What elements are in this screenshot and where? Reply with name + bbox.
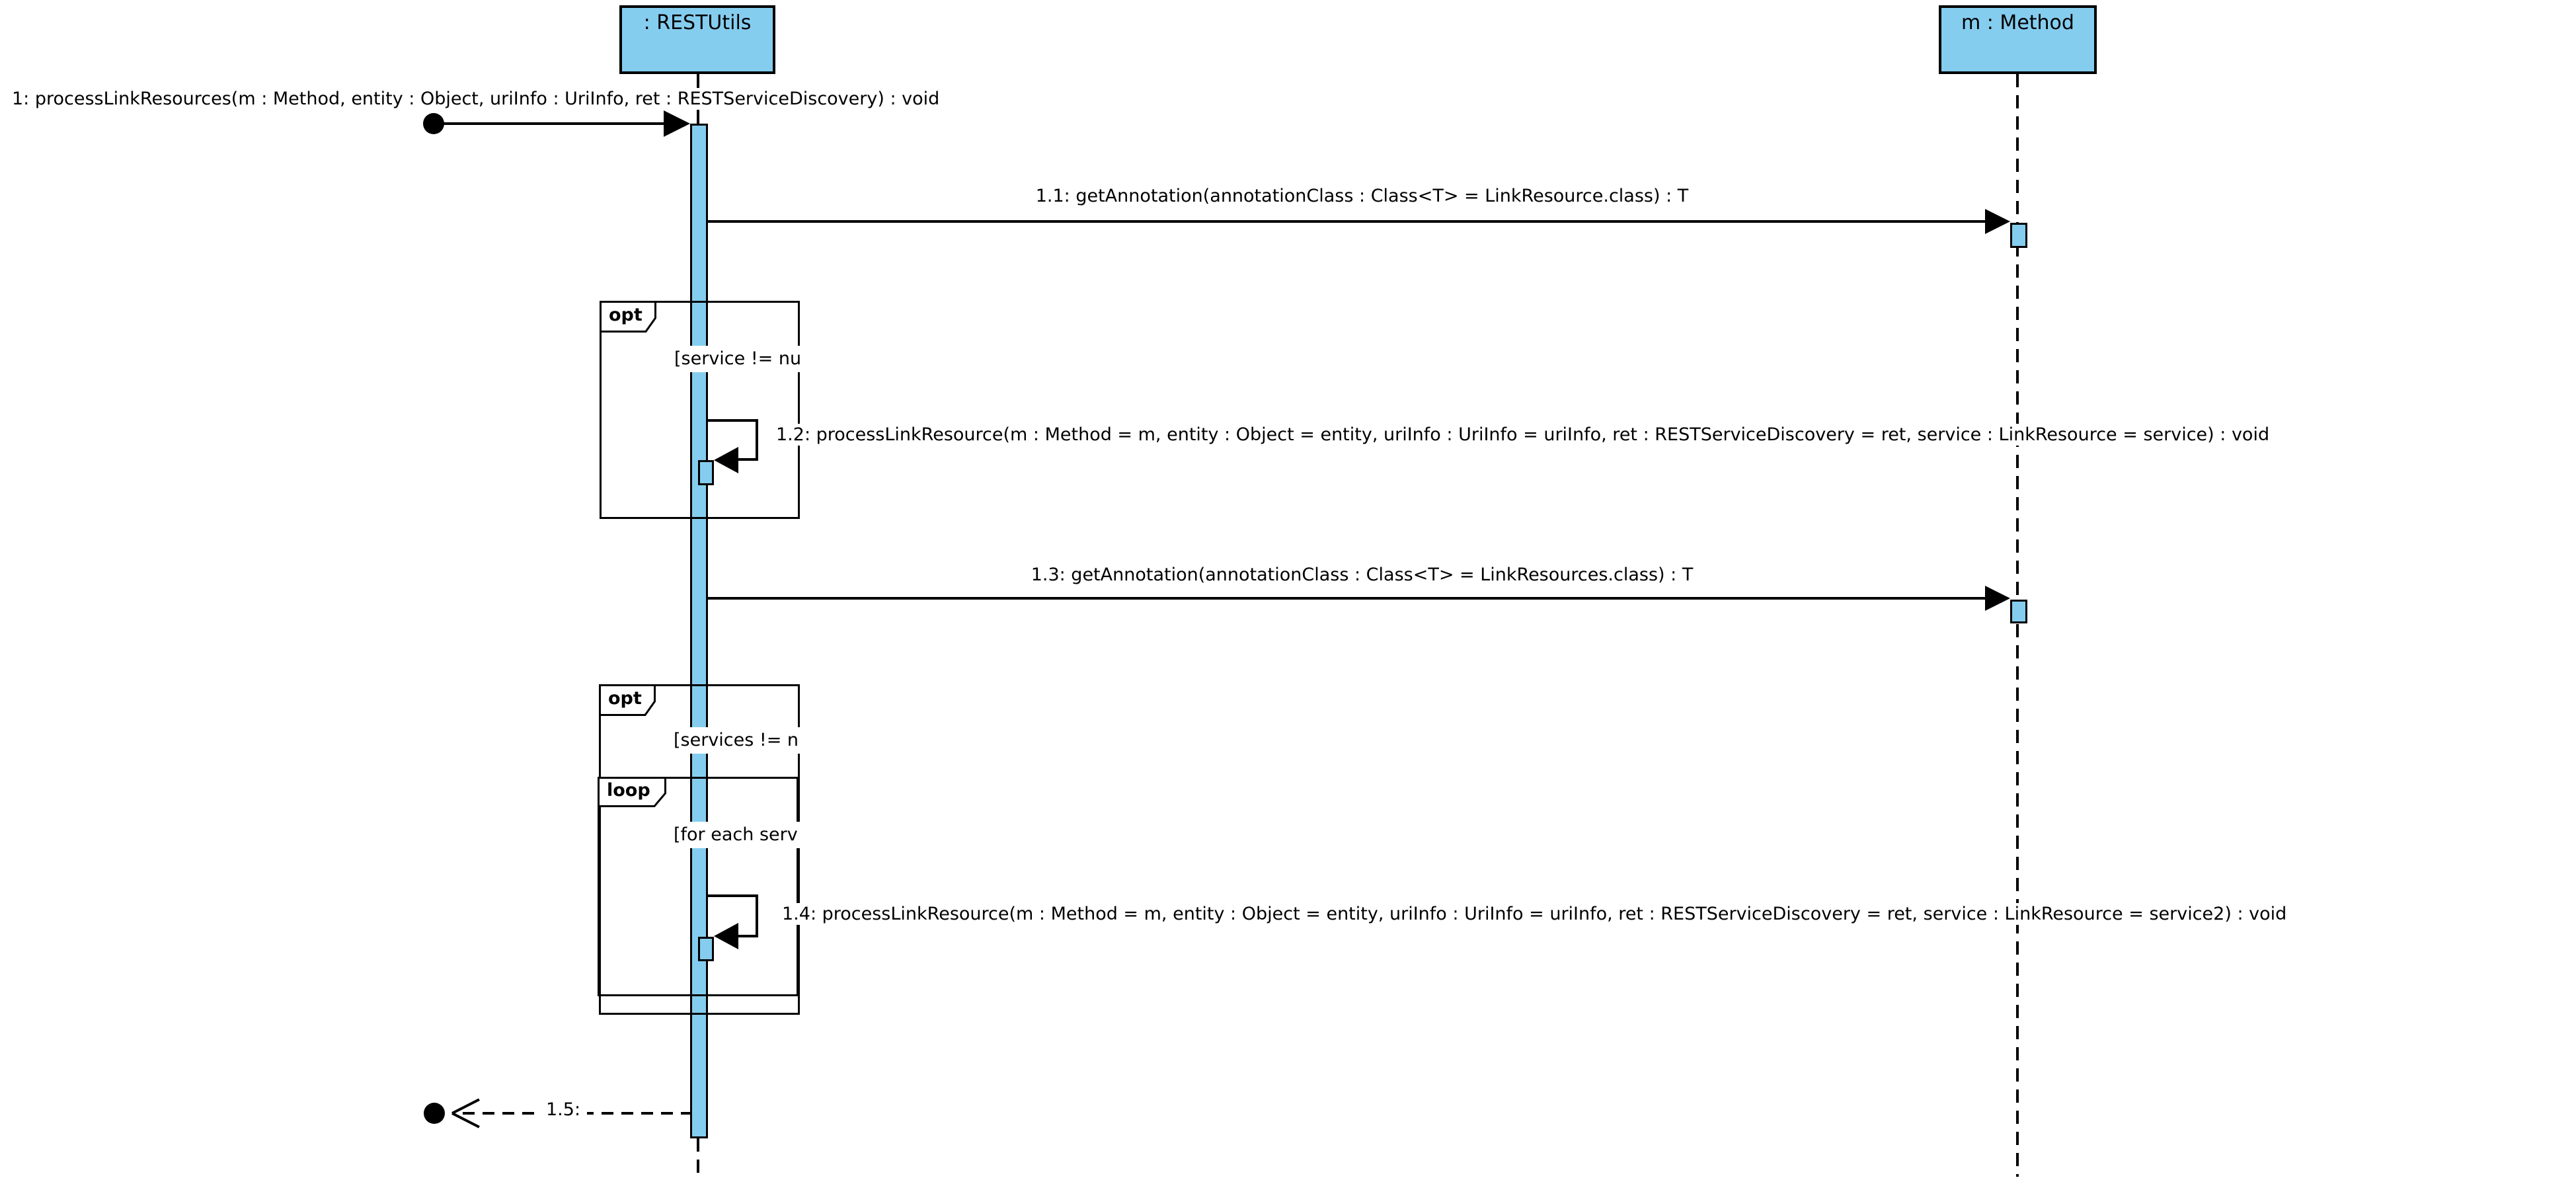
fragment-opt-2-tab xyxy=(599,684,656,716)
message-1-4-line-back xyxy=(737,935,758,937)
participant-restutils-label: : RESTUtils xyxy=(643,11,752,34)
message-1-1-label: 1.1: getAnnotation(annotationClass : Cla… xyxy=(1031,185,1693,207)
participant-restutils: : RESTUtils xyxy=(619,5,775,74)
fragment-opt-1-guard: [service != nu xyxy=(669,346,807,372)
message-1-3-line xyxy=(708,597,1986,600)
message-1-3-label: 1.3: getAnnotation(annotationClass : Cla… xyxy=(1027,564,1698,586)
message-1-2-arrowhead-icon xyxy=(714,447,738,473)
lifeline-restutils-bottom-segment xyxy=(697,1138,699,1181)
message-1-4-line-down xyxy=(756,894,758,937)
participant-method-label: m : Method xyxy=(1961,11,2074,34)
fragment-loop-guard: [for each serv xyxy=(668,822,803,848)
message-1-2-line-back xyxy=(737,458,758,461)
message-1-3-label-row: 1.3: getAnnotation(annotationClass : Cla… xyxy=(708,564,2016,586)
message-1-3-arrowhead-icon xyxy=(1985,586,2010,611)
fragment-opt-2-guard: [services != n xyxy=(668,727,804,754)
message-1-4-line-out xyxy=(706,894,758,897)
participant-method: m : Method xyxy=(1939,5,2097,74)
message-1-2-line-out xyxy=(706,419,758,422)
fragment-opt-1 xyxy=(600,301,800,519)
message-1-1-arrowhead-icon xyxy=(1985,209,2010,234)
message-1-2-label: 1.2: processLinkResource(m : Method = m,… xyxy=(772,424,2274,446)
message-1-1-line xyxy=(708,220,1986,223)
message-1-line xyxy=(439,122,666,125)
fragment-opt-2-operator: opt xyxy=(608,688,642,709)
message-1-1-label-row: 1.1: getAnnotation(annotationClass : Cla… xyxy=(708,185,2016,207)
activation-restutils xyxy=(690,124,708,1138)
fragment-opt-1-operator: opt xyxy=(609,305,643,325)
message-1-4-label: 1.4: processLinkResource(m : Method = m,… xyxy=(778,903,2291,925)
fragment-loop-operator: loop xyxy=(607,780,650,801)
message-1-5-lost-circle xyxy=(424,1103,445,1124)
fragment-loop xyxy=(598,777,799,996)
fragment-loop-tab xyxy=(598,777,666,807)
message-1-4-arrowhead-icon xyxy=(714,923,738,949)
activation-method-2 xyxy=(2010,600,2027,623)
fragment-opt-1-tab xyxy=(600,301,656,333)
message-1-label: 1: processLinkResources(m : Method, enti… xyxy=(8,88,944,110)
activation-restutils-nested-2 xyxy=(698,937,714,961)
activation-restutils-nested-1 xyxy=(698,460,714,485)
fragment-opt-2 xyxy=(599,684,800,1015)
lifeline-method xyxy=(2016,74,2019,1177)
activation-method-1 xyxy=(2010,223,2027,248)
message-1-arrowhead-icon xyxy=(664,110,690,137)
message-1-5-label: 1.5: xyxy=(539,1099,588,1121)
message-1-2-line-down xyxy=(756,419,758,461)
